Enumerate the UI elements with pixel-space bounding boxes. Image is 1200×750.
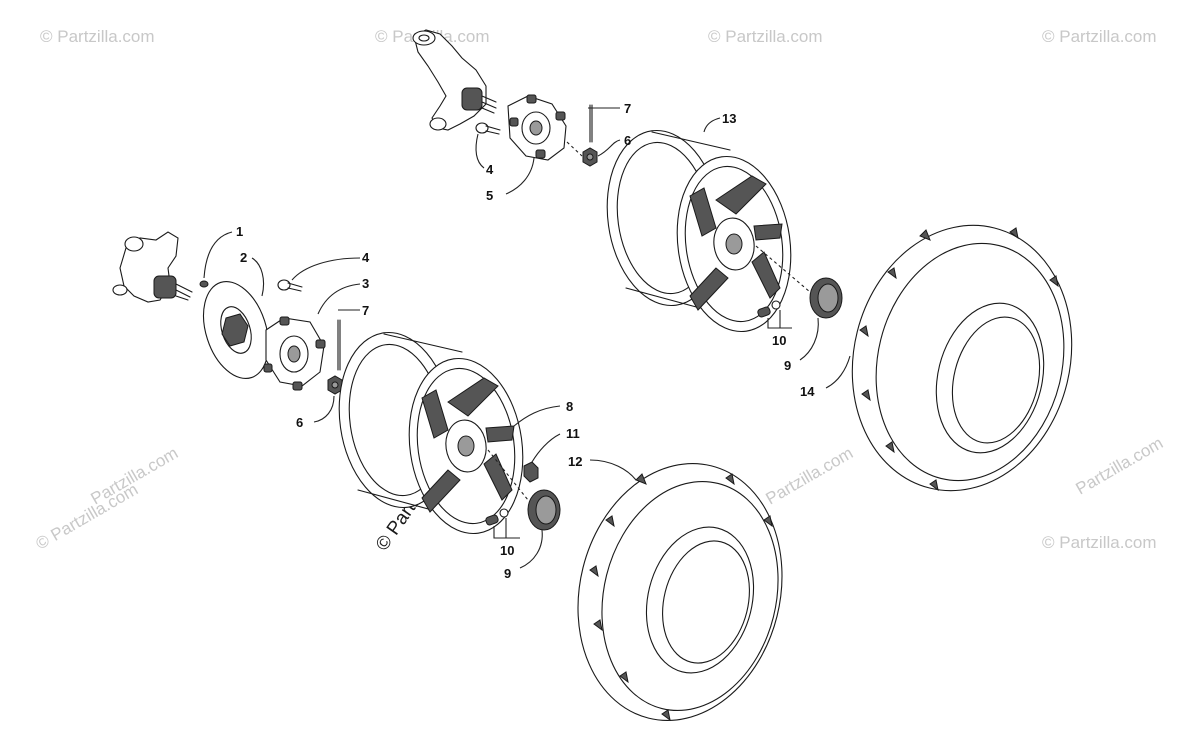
- upper-knuckle-assembly: [412, 29, 497, 131]
- lower-cotter-pin: [337, 319, 341, 371]
- callout-9-upper: 9: [784, 358, 791, 373]
- callout-labels: 7 6 4 5 13 1 2 4 3 7 6 8 11 12 14 10 9 1…: [236, 101, 815, 581]
- lug-nut: [523, 461, 539, 483]
- callout-10-lower: 10: [500, 543, 514, 558]
- callout-10-upper: 10: [772, 333, 786, 348]
- upper-hub: [507, 94, 567, 161]
- disc-screw: [199, 280, 209, 288]
- callout-13: 13: [722, 111, 736, 126]
- upper-valve-stem: [757, 300, 781, 318]
- lower-wheel-rim: [338, 331, 524, 535]
- upper-axle-nut: [582, 147, 598, 167]
- watermark-diagonal-right: Partzilla.com: [1073, 433, 1167, 498]
- lower-axle-nut: [327, 375, 343, 395]
- callout-3: 3: [362, 276, 369, 291]
- upper-wheel-rim: [606, 129, 792, 333]
- callout-12: 12: [568, 454, 582, 469]
- upper-center-cap: [809, 277, 843, 319]
- leader-lines: [203, 107, 851, 569]
- callout-5: 5: [486, 188, 493, 203]
- callout-11: 11: [566, 426, 580, 441]
- upper-cotter-pin: [589, 104, 593, 143]
- lower-tire: [577, 463, 783, 722]
- watermark-top-left: © Partzilla.com: [40, 27, 155, 46]
- watermark-top-center-right: © Partzilla.com: [708, 27, 823, 46]
- watermark-diagonal-mid: Partzilla.com: [763, 443, 857, 508]
- callout-6-lower: 6: [296, 415, 303, 430]
- callout-2: 2: [240, 250, 247, 265]
- callout-9-lower: 9: [504, 566, 511, 581]
- lower-bolt: [277, 279, 303, 292]
- callout-6-upper: 6: [624, 133, 631, 148]
- upper-tire: [851, 224, 1073, 492]
- callout-1: 1: [236, 224, 243, 239]
- watermark-top-right: © Partzilla.com: [1042, 27, 1157, 46]
- callout-4-upper: 4: [486, 162, 494, 177]
- callout-8: 8: [566, 399, 573, 414]
- lower-center-cap: [527, 489, 561, 531]
- brake-disc: [203, 281, 269, 379]
- callout-14: 14: [800, 384, 815, 399]
- lower-knuckle-assembly: [112, 231, 193, 303]
- callout-7-upper: 7: [624, 101, 631, 116]
- lower-hub: [263, 316, 326, 391]
- callout-7-lower: 7: [362, 303, 369, 318]
- upper-bolt: [475, 122, 501, 135]
- watermark-bottom-right: © Partzilla.com: [1042, 533, 1157, 552]
- callout-4-lower: 4: [362, 250, 370, 265]
- lower-valve-stem: [485, 508, 509, 526]
